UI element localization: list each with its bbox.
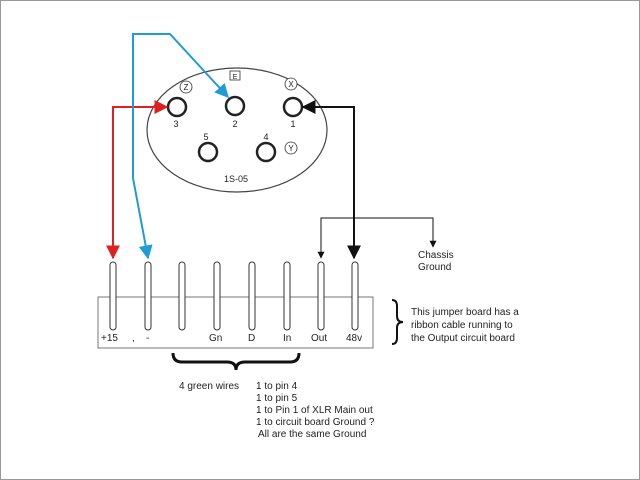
blue-wire [132,33,229,260]
terminal-post-minus [144,261,152,331]
pin-1-number: 1 [290,119,295,129]
terminal-post-plus15 [109,261,117,331]
black-wire [301,100,361,260]
pin-2-number: 2 [232,119,237,129]
board-note-line3: the Output circuit board [411,333,515,344]
pin-2 [224,95,246,117]
board-note-line1: This jumper board has a [411,307,519,318]
pin-z-letter: Z [184,83,189,92]
pin-y-letter: Y [288,144,294,153]
terminal-label-in: In [283,333,291,344]
pin-1 [282,96,304,118]
pin-x-letter: X [288,80,294,89]
green-wires-line3: 1 to Pin 1 of XLR Main out [256,405,373,416]
pin-e-letter: E [233,74,238,81]
terminal-post-gn [213,261,221,331]
terminal-post-d [248,261,256,331]
pin-5 [197,141,219,163]
pin-4 [255,141,277,163]
green-wires-line1: 1 to pin 4 [256,381,298,392]
terminal-label-d: D [248,333,255,344]
board-note-line2: ribbon cable running to [411,320,513,331]
green-wires-title: 4 green wires [179,381,239,392]
terminal-label-gn: Gn [209,333,222,344]
terminal-label-48v: 48v [346,333,362,344]
green-wires-line5: All are the same Ground [258,429,366,440]
chassis-ground-wire [317,217,437,259]
chassis-ground-label-line1: Chassis [418,250,454,261]
pin-y-badge [284,141,298,155]
terminal-post-blank [178,261,186,331]
terminal-label-minus: - [146,333,149,344]
terminal-post-out [317,261,325,331]
pin-4-number: 4 [263,132,268,142]
connector-model-label: 1S-05 [224,174,248,184]
pin-3 [166,96,188,118]
pin-3-number: 3 [173,119,178,129]
terminal-posts [109,261,359,331]
pin-x-badge [284,77,298,91]
green-wires-line4: 1 to circuit board Ground ? [256,417,375,428]
chassis-ground-label-line2: Ground [418,262,451,273]
terminal-post-48v [351,261,359,331]
jumper-board [97,296,374,349]
terminal-label-plus15: +15 [101,333,118,344]
pin-e-badge [229,70,241,81]
terminal-post-in [283,261,291,331]
pin-5-number: 5 [203,132,208,142]
board-note-brace [391,299,404,345]
terminal-label-out: Out [311,333,327,344]
terminal-label-comma: , [132,333,135,344]
green-wires-line2: 1 to pin 5 [256,393,298,404]
green-wires-brace [171,352,301,371]
